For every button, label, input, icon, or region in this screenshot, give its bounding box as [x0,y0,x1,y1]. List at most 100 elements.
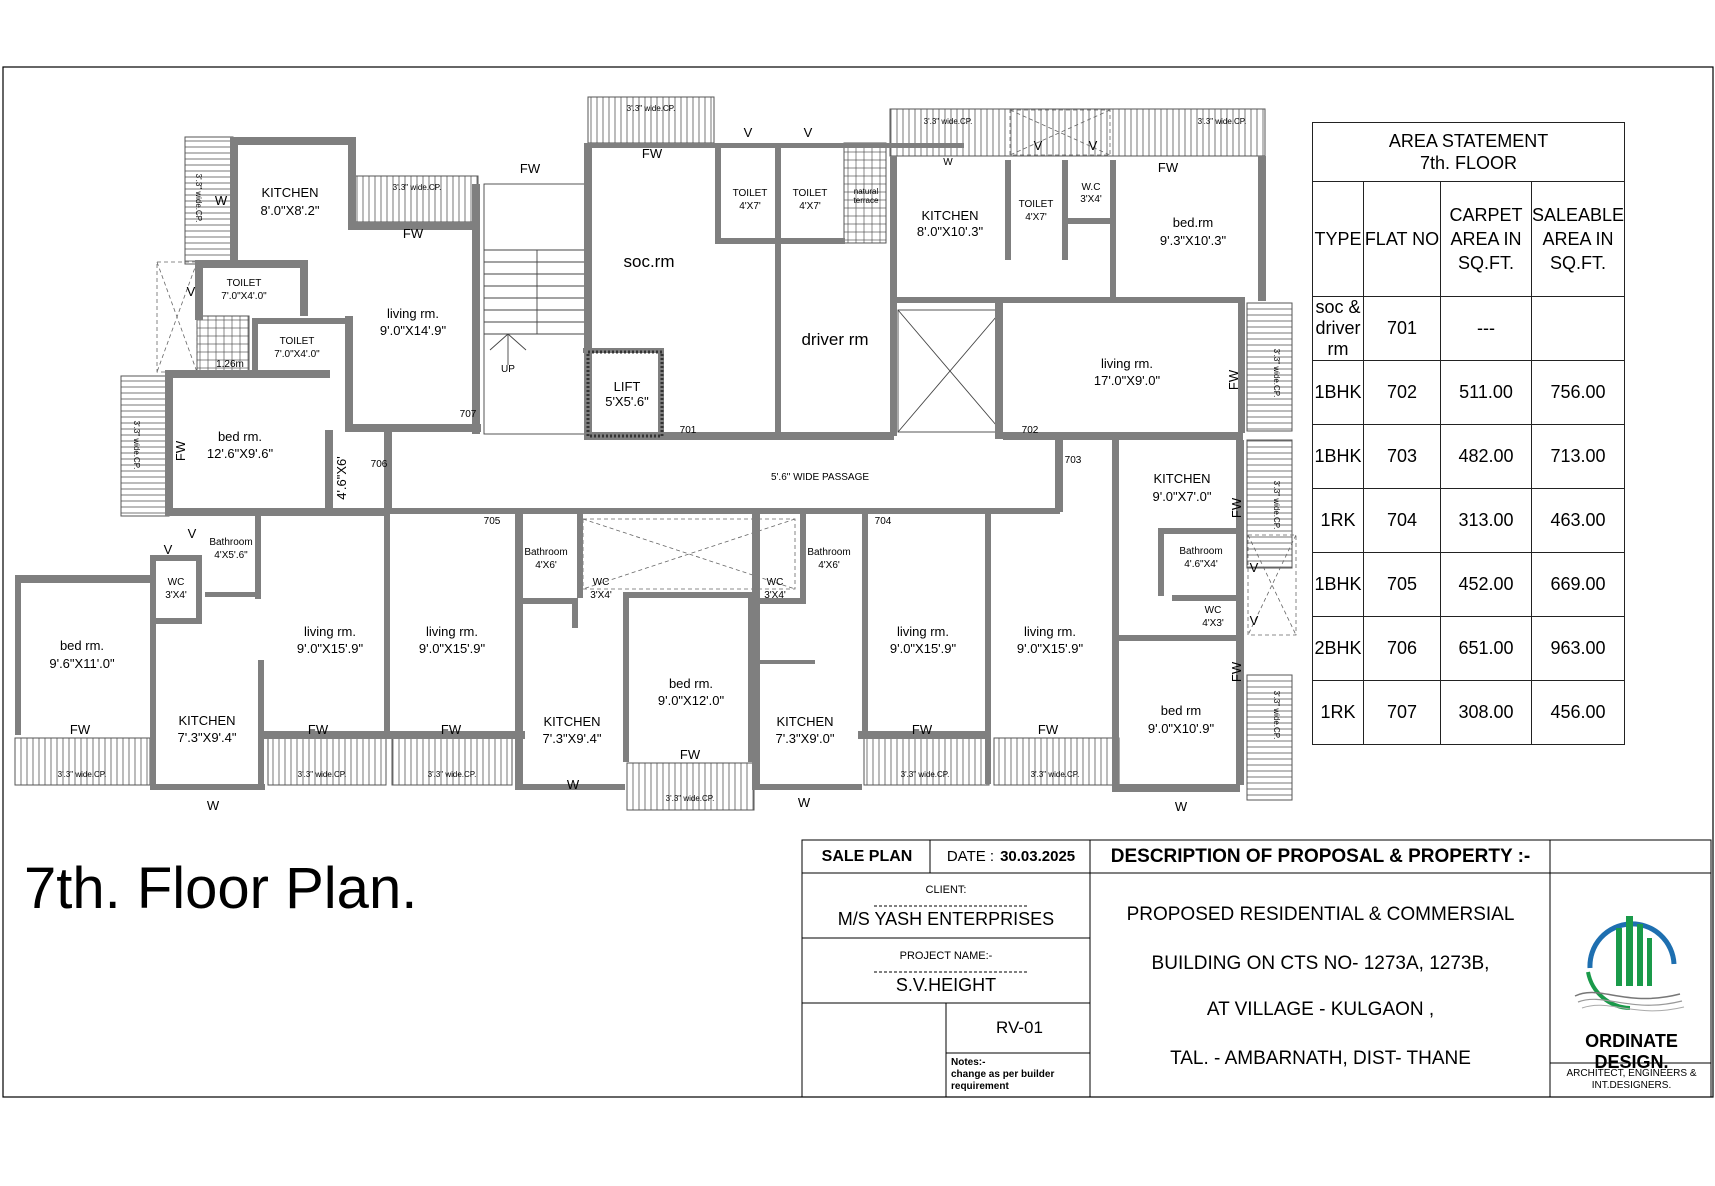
label-passage: 5'.6" WIDE PASSAGE [771,472,869,483]
project-label: PROJECT NAME:- [899,950,993,962]
table-row: 2BHK 706 651.00 963.00 [1312,616,1626,681]
title-block-grid [801,839,1712,1098]
dim-wc-705: 3'X4' [590,590,612,601]
cell-saleable: 756.00 [1530,360,1626,425]
cell-carpet: 452.00 [1440,552,1532,617]
marker-fw: FW [70,722,91,737]
label-cp: 3'.3" wide.CP. [1031,770,1080,779]
dim-bathroom-705: 4'X6' [535,560,557,571]
dim-kitchen-702: 8'.0"X10'.3" [917,224,984,239]
label-bathroom-703: Bathroom [1179,546,1222,557]
dim-living-705: 9'.0"X15'.9" [419,641,486,656]
label-toilet-701a: TOILET [733,188,768,199]
label-kitchen-704: KITCHEN [776,714,833,729]
label-living-704: living rm. [897,624,949,639]
marker-fw: FW [912,722,933,737]
label-bathroom-705: Bathroom [524,547,567,558]
dim-bed-703: 9'.0"X10'.9" [1148,721,1215,736]
label-living-702: living rm. [1101,356,1153,371]
cell-flat: 702 [1363,360,1441,425]
dim-wc-703: 4'X3' [1202,618,1224,629]
cell-flat: 703 [1363,424,1441,489]
label-natural: natural [854,187,879,196]
label-bed-705: bed rm. [669,676,713,691]
dim-bathroom-704: 4'X6' [818,560,840,571]
marker-v: V [164,542,173,557]
marker-v: V [1250,613,1259,628]
col-saleable-area: SALEABLE AREA IN SQ.FT. [1530,181,1626,297]
marker-w: W [798,795,811,810]
marker-fw: FW [1038,722,1059,737]
label-bed-703: bed rm [1161,703,1201,718]
label-kitchen-702: KITCHEN [921,208,978,223]
notes: Notes:- change as per builder requiremen… [951,1057,1091,1093]
date-value: 30.03.2025 [1000,848,1076,865]
label-flat-705: 705 [484,516,501,527]
window-markers: FW FW FW FW FW FW FW FW FW FW FW FW FW F… [70,125,1259,814]
label-cp: 3'.3" wide.CP. [1272,349,1281,398]
dim-toilet-707b: 7'.0"X4'.0" [274,349,320,360]
label-flat-704: 704 [875,516,892,527]
dim-living-707: 9'.0"X14'.9" [380,323,447,338]
cell-saleable: 456.00 [1530,680,1626,745]
cell-saleable: 463.00 [1530,488,1626,553]
label-cp: 3'.3" wide.CP. [901,770,950,779]
dim-wc-702: 3'X4' [1080,194,1102,205]
label-kitchen-707: KITCHEN [261,185,318,200]
label-up: UP [501,364,515,375]
dim-toilet-707a: 7'.0"X4'.0" [221,291,267,302]
label-soc-room: soc.rm [624,252,675,271]
col-carpet-area: CARPET AREA IN SQ.FT. [1440,181,1532,297]
marker-fw: FW [441,722,462,737]
label-kitchen-705: KITCHEN [543,714,600,729]
label-kitchen-706: KITCHEN [178,713,235,728]
lift-shaft [586,350,664,438]
label-living-706: living rm. [304,624,356,639]
area-title-line2: 7th. FLOOR [1420,153,1518,173]
dim-bathroom-703: 4'.6"X4' [1184,559,1218,570]
label-kitchen-703: KITCHEN [1153,471,1210,486]
cell-carpet: 313.00 [1440,488,1532,553]
cell-saleable: 713.00 [1530,424,1626,489]
dim-1-26m: 1.26m [216,359,244,370]
dim-kitchen-703: 9'.0"X7'.0" [1152,489,1211,504]
label-terrace: terrace [854,196,879,205]
label-cp: 3'.3" wide.CP. [194,174,203,223]
table-row: 1BHK 705 452.00 669.00 [1312,552,1626,617]
description-line-2: BUILDING ON CTS NO- 1273A, 1273B, [1151,953,1490,974]
dim-bed-706: 12'.6"X9'.6" [207,446,274,461]
marker-w: W [207,798,220,813]
label-flat-701: 701 [680,425,697,436]
label-cp: 3'.3" wide.CP. [1272,481,1281,530]
marker-fw: FW [173,440,188,461]
balconies [14,96,1293,811]
marker-v: V [804,125,813,140]
label-bed-706b: bed rm. [60,638,104,653]
label-bed-702: bed.rm [1173,215,1213,230]
label-cp: 3'.3" wide.CP. [627,104,676,113]
dim-toilet-702: 4'X7' [1025,212,1047,223]
marker-w: W [567,777,580,792]
staircase [483,183,591,435]
marker-v: V [744,125,753,140]
marker-fw: FW [1158,160,1179,175]
cell-type: soc & driver rm [1312,296,1364,361]
col-type: TYPE [1312,181,1364,297]
label-wc-703: WC [1205,605,1222,616]
label-cp: 3'.3" wide.CP. [666,794,715,803]
marker-v: V [1089,138,1098,153]
area-statement-title: AREA STATEMENT 7th. FLOOR [1311,122,1626,182]
dim-bed-706b: 9'.6"X11'.0" [49,656,115,671]
marker-fw: FW [680,747,701,762]
label-bathroom-704: Bathroom [807,547,850,558]
cell-flat: 706 [1363,616,1441,681]
dim-bathroom-706: 4'X5'.6" [214,550,248,561]
dim-4-6x6: 4'.6"X6' [334,456,349,500]
label-cp: 3'.3" wide.CP. [1272,691,1281,740]
marker-v: V [188,526,197,541]
client-label: CLIENT: [925,884,967,896]
dim-kitchen-704: 7'.3"X9'.0" [775,731,834,746]
dim-kitchen-707: 8'.0"X8'.2" [260,203,319,218]
revision-number: RV-01 [996,1018,1043,1037]
